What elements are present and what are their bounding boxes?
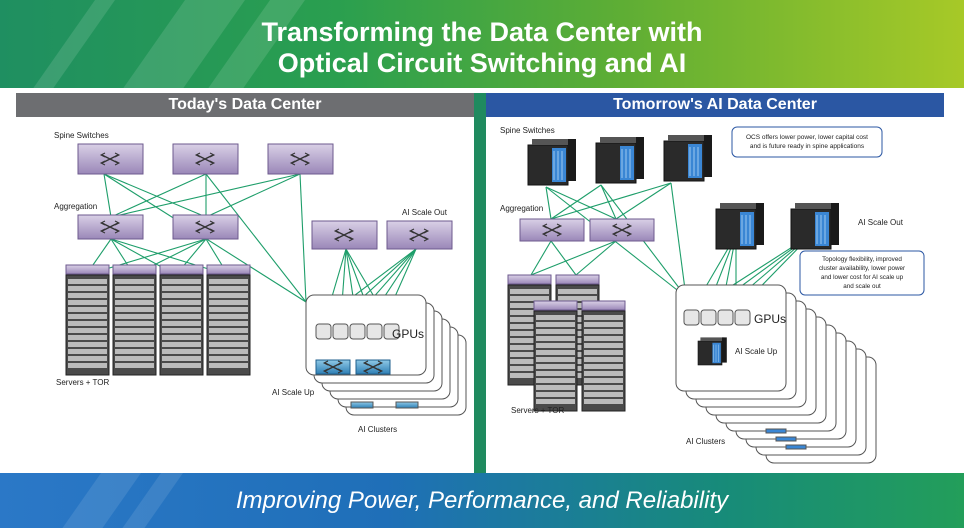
left-spine-switch — [267, 143, 334, 175]
header-banner: Transforming the Data Center with Optica… — [0, 0, 964, 88]
left-scale-up-switch — [355, 359, 391, 375]
left-aggregation-switch — [172, 214, 239, 240]
title-line-2: Optical Circuit Switching and AI — [277, 48, 687, 78]
left-aggregation-label: Aggregation — [54, 202, 97, 211]
right-clusters-label: AI Clusters — [686, 437, 725, 446]
callout-topology-line-3: and lower cost for AI scale up — [821, 274, 904, 281]
right-gpus-label: GPUs — [754, 312, 786, 326]
left-spine-switch — [172, 143, 239, 175]
left-server-rack — [112, 264, 157, 376]
right-ocs-scale-up-switch — [697, 337, 728, 366]
callout-ocs-line-2: and is future ready in spine application… — [750, 143, 865, 150]
right-ocs-spine-switch — [595, 136, 645, 184]
left-clusters-label: AI Clusters — [358, 425, 397, 434]
right-callout-ocs: OCS offers lower power, lower capital co… — [731, 126, 883, 158]
right-aggregation-switch — [589, 218, 655, 242]
right-aggregation-switch — [519, 218, 585, 242]
left-scale-up-label: AI Scale Up — [272, 388, 315, 397]
left-server-rack — [206, 264, 251, 376]
right-scale-out-label: AI Scale Out — [858, 218, 904, 227]
left-gpus-label: GPUs — [392, 327, 424, 341]
left-spine-switch — [77, 143, 144, 175]
right-ocs-scale-out-switch — [790, 202, 840, 250]
left-servers-label: Servers + TOR — [56, 378, 110, 387]
left-scale-out-switch — [311, 220, 378, 250]
right-scale-up-label: AI Scale Up — [735, 347, 778, 356]
footer-banner: Improving Power, Performance, and Reliab… — [0, 473, 964, 528]
right-spine-label: Spine Switches — [500, 126, 555, 135]
right-server-rack — [533, 300, 578, 412]
right-ocs-spine-switch — [663, 134, 713, 182]
panel-divider — [474, 93, 486, 473]
tomorrows-ai-data-center-diagram: Spine Switches OCS offers lower power, l… — [486, 117, 944, 473]
right-server-rack — [555, 274, 600, 386]
left-server-rack — [159, 264, 204, 376]
left-scale-out-label: AI Scale Out — [402, 208, 448, 217]
left-gpu-chips — [315, 323, 400, 340]
left-spine-label: Spine Switches — [54, 131, 109, 140]
todays-data-center-diagram: Spine Switches Aggregation — [16, 117, 474, 473]
left-aggregation-switch — [77, 214, 144, 240]
left-ai-cluster-stack — [305, 294, 467, 416]
right-server-rack — [581, 300, 626, 412]
callout-topology-line-2: cluster availability, lower power — [819, 265, 905, 272]
left-scale-up-switch — [315, 359, 351, 375]
right-callout-topology: Topology flexibility, improved cluster a… — [799, 250, 925, 296]
right-server-rack — [507, 274, 552, 386]
right-ocs-spine-switch — [527, 138, 577, 186]
left-server-rack — [65, 264, 110, 376]
right-servers-label: Servers + TOR — [511, 406, 565, 415]
callout-ocs-line-1: OCS offers lower power, lower capital co… — [746, 134, 868, 141]
left-panel-heading: Today's Data Center — [16, 93, 474, 117]
left-scale-out-switch — [386, 220, 453, 250]
right-gpu-chips — [683, 309, 751, 326]
right-panel-heading: Tomorrow's AI Data Center — [486, 93, 944, 117]
callout-topology-line-4: and scale out — [843, 283, 881, 290]
right-ocs-scale-out-switch — [715, 202, 765, 250]
callout-topology-line-1: Topology flexibility, improved — [822, 256, 902, 263]
footer-tagline: Improving Power, Performance, and Reliab… — [235, 487, 729, 514]
title-line-1: Transforming the Data Center with — [261, 17, 703, 47]
right-aggregation-label: Aggregation — [500, 204, 543, 213]
